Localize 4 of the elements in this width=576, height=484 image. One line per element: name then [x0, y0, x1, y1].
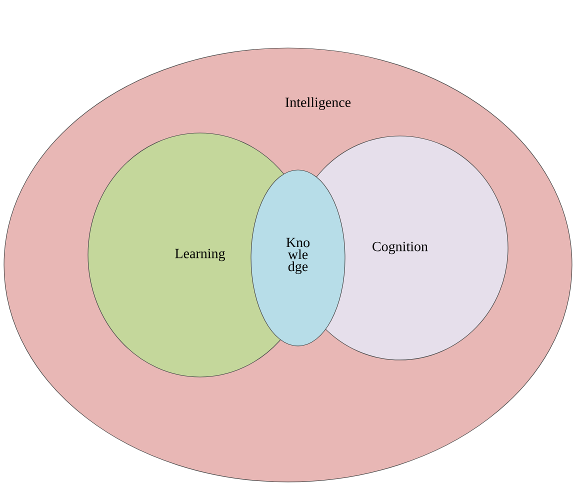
label: Learning — [175, 248, 225, 262]
label: Kno wle dge — [286, 238, 310, 274]
heading: Intelligence — [285, 97, 351, 110]
label: Cognition — [372, 242, 428, 254]
